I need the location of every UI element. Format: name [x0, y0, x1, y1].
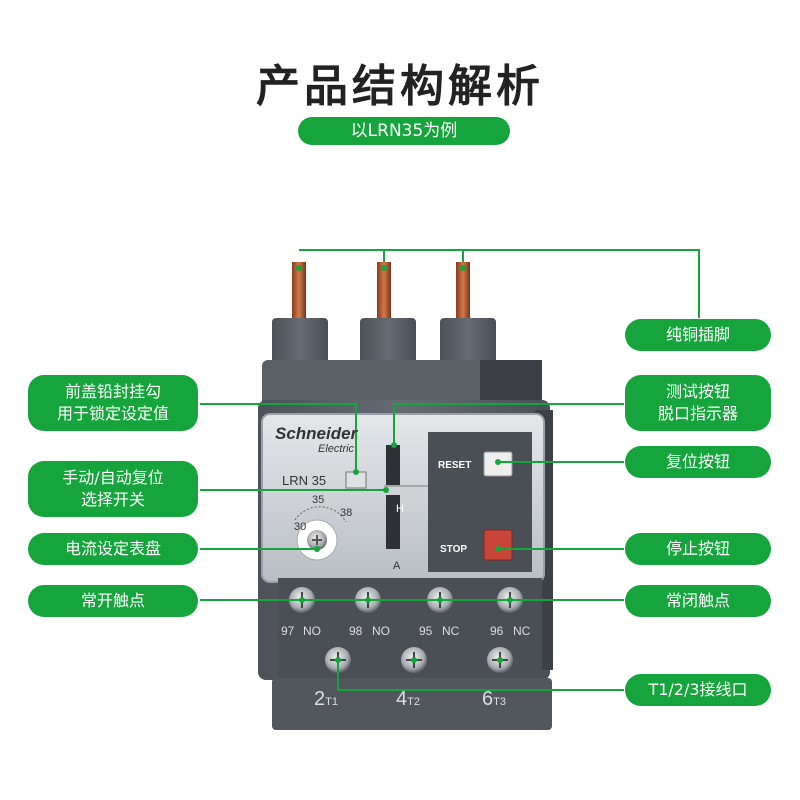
page-title: 产品结构解析 [256, 61, 544, 112]
test-button[interactable] [386, 445, 400, 485]
switch-label-a: A [393, 560, 401, 572]
main-terminal-4: 4T2 [396, 688, 420, 710]
model-label: LRN 35 [282, 473, 327, 488]
callout-nc-contact: 常闭触点 [625, 585, 771, 617]
aux-terminal-96: 96 [490, 624, 504, 638]
callout-test-button: 测试按钮脱口指示器 [625, 375, 771, 431]
callout-mode-switch: 手动/自动复位选择开关 [28, 461, 198, 517]
callout-stop-button: 停止按钮 [625, 533, 771, 565]
aux-terminal-no-1: NO [303, 624, 321, 638]
dial-mark-30: 30 [294, 521, 307, 533]
copper-pins [292, 262, 470, 324]
leader-lines [200, 249, 700, 691]
callout-reset-button: 复位按钮 [625, 446, 771, 478]
dial-mark-35: 35 [312, 494, 325, 506]
aux-terminal-nc-1: NC [442, 624, 460, 638]
switch-label-h: H [396, 503, 404, 515]
subtitle-badge: 以LRN35为例 [298, 117, 510, 145]
main-terminal-6: 6T3 [482, 688, 506, 710]
dial-mark-38: 38 [340, 507, 353, 519]
mode-switch[interactable] [386, 495, 400, 549]
aux-terminal-98: 98 [349, 624, 363, 638]
callout-terminals: T1/2/3接线口 [625, 674, 771, 706]
aux-terminal-95: 95 [419, 624, 433, 638]
leader-dots [296, 265, 513, 663]
reset-label: RESET [438, 460, 472, 471]
aux-terminal-nc-2: NC [513, 624, 531, 638]
callout-copper-pins: 纯铜插脚 [625, 319, 771, 351]
top-housing [262, 318, 542, 408]
brand-sub: Electric [318, 443, 355, 455]
callout-seal-hook: 前盖铅封挂勾用于锁定设定值 [28, 375, 198, 431]
main-terminal-2: 2T1 [314, 688, 338, 710]
stop-button[interactable] [483, 529, 513, 561]
aux-terminal-no-2: NO [372, 624, 390, 638]
callout-no-contact: 常开触点 [28, 585, 198, 617]
callout-current-dial: 电流设定表盘 [28, 533, 198, 565]
brand-name: Schneider [275, 424, 358, 443]
stop-label: STOP [440, 544, 468, 555]
aux-terminal-97: 97 [281, 624, 295, 638]
terminal-screws-aux [289, 587, 523, 613]
